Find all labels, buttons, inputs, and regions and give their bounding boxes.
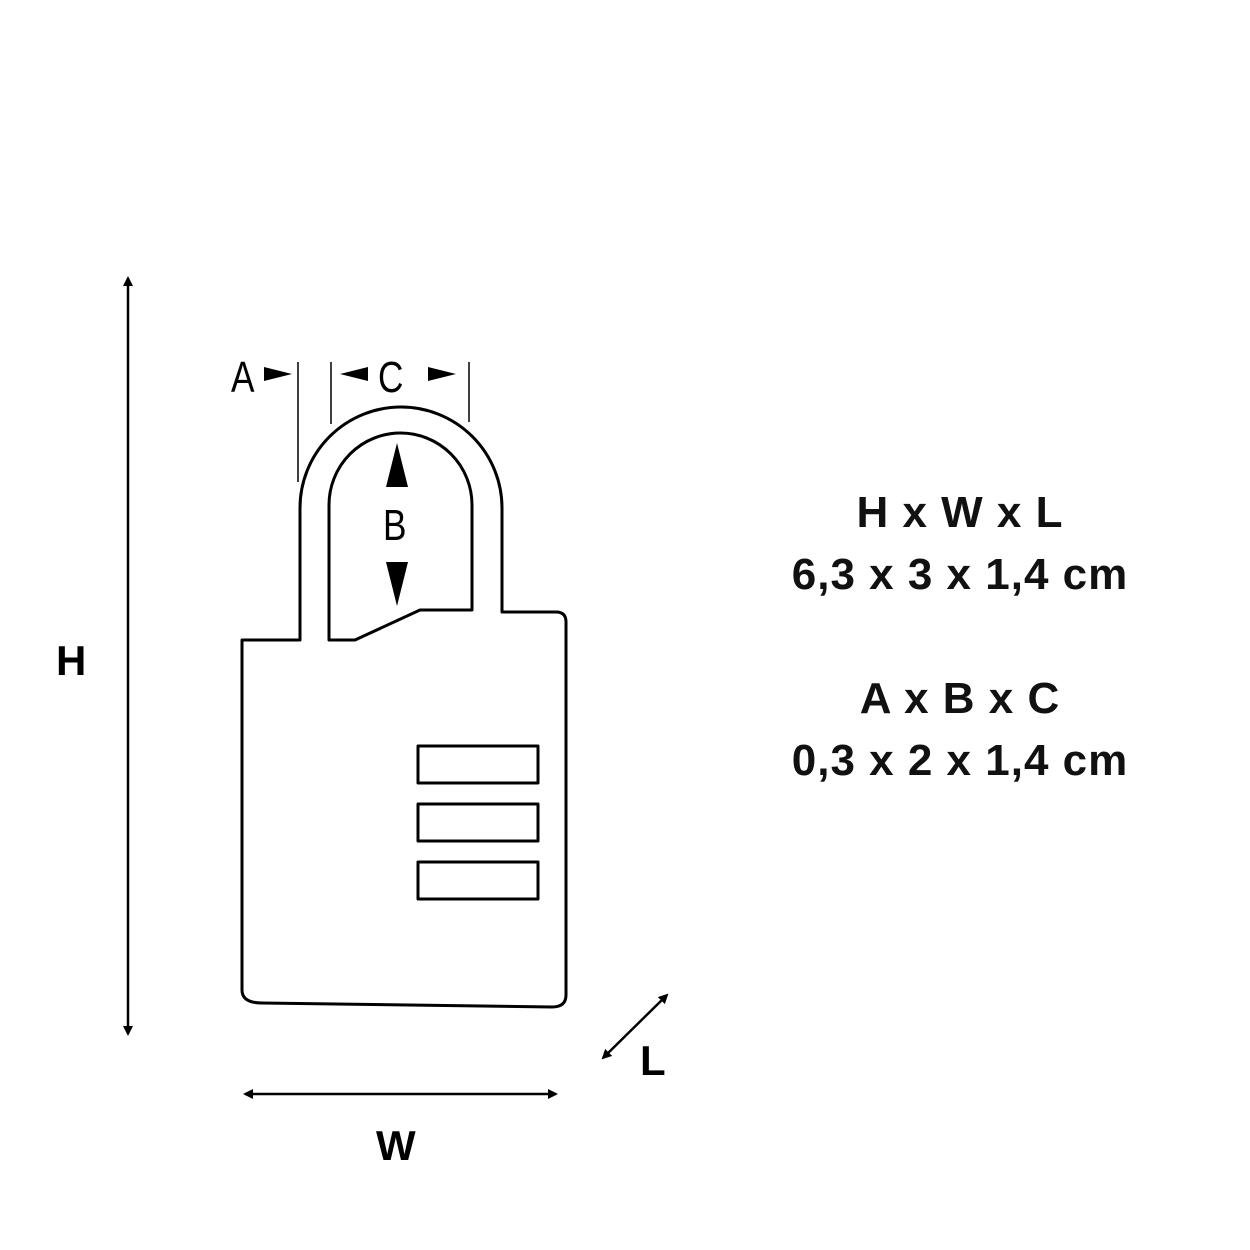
spec-abc-value: 0,3 x 2 x 1,4 cm	[791, 736, 1129, 785]
spec-hwl-title: H x W x L	[856, 488, 1064, 537]
arrow-b-down-icon	[386, 562, 408, 606]
length-arrow	[601, 993, 669, 1060]
label-c: C	[378, 353, 403, 402]
spec-hwl: H x W x L 6,3 x 3 x 1,4 cm	[760, 482, 1160, 606]
label-a: A	[231, 353, 255, 402]
combination-dial-3	[416, 860, 540, 901]
label-w: W	[376, 1122, 416, 1169]
combination-dial-1	[416, 744, 540, 785]
label-b: B	[383, 501, 406, 550]
arrow-c-right-icon	[428, 367, 456, 381]
spec-abc: A x B x C 0,3 x 2 x 1,4 cm	[760, 668, 1160, 792]
combination-dial-2	[416, 802, 540, 843]
shackle-inner-outline	[327, 431, 474, 642]
arrow-a-right-icon	[264, 367, 292, 381]
spec-abc-title: A x B x C	[859, 674, 1061, 723]
padlock-body-outline	[240, 405, 568, 1009]
label-l: L	[640, 1037, 666, 1084]
arrow-b-up-icon	[386, 443, 408, 487]
arrow-c-left-icon	[340, 367, 368, 381]
spec-hwl-value: 6,3 x 3 x 1,4 cm	[791, 550, 1129, 599]
label-h: H	[56, 637, 86, 684]
